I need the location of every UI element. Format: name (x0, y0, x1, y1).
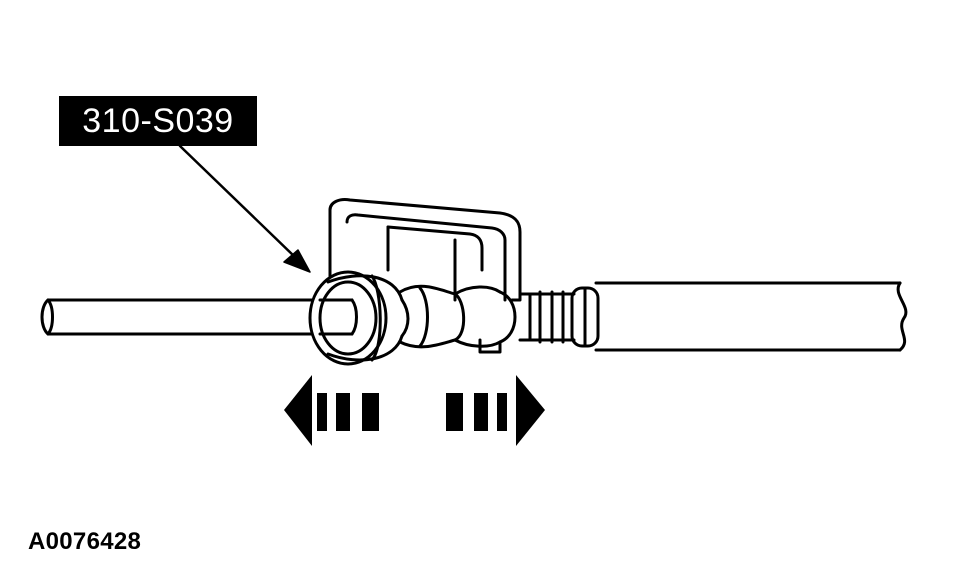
callout-leader (178, 144, 311, 273)
coupling-body (398, 284, 600, 349)
right-arrow-icon (446, 375, 545, 446)
tool-collar-ring (308, 270, 410, 366)
disconnect-tool-frame (328, 198, 522, 354)
tool-number-callout: 310-S039 (59, 96, 257, 146)
right-fuel-tube (594, 281, 908, 352)
figure-id-label: A0076428 (28, 528, 142, 555)
left-fuel-tube (40, 298, 354, 336)
left-arrow-icon (284, 375, 379, 446)
